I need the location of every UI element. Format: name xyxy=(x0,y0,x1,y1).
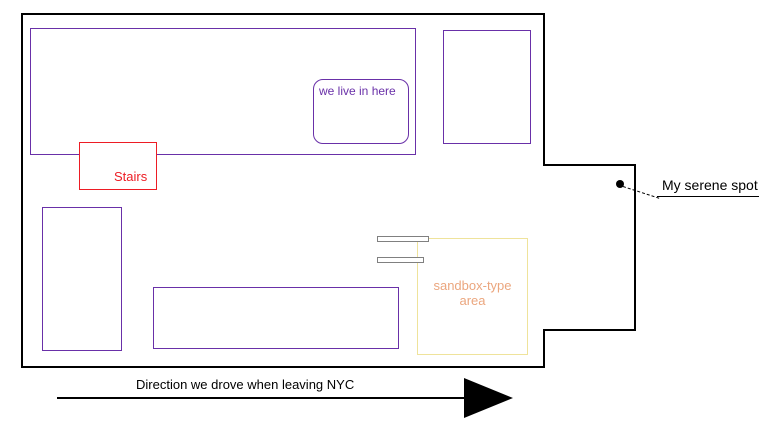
gray-bar-top xyxy=(377,236,429,242)
stairs-box: Stairs xyxy=(79,142,157,190)
room-large-top-rect xyxy=(30,28,416,155)
sandbox-area: sandbox-type area xyxy=(417,238,528,355)
sandbox-area-label-line1: sandbox-type xyxy=(433,278,512,293)
direction-arrowhead-icon xyxy=(464,378,513,418)
room-bottom-wide-rect xyxy=(153,287,399,349)
serene-spot-annex-outline xyxy=(543,164,636,331)
room-top-right-rect xyxy=(443,30,531,144)
serene-spot-dot xyxy=(616,180,624,188)
stairs-label: Stairs xyxy=(114,169,148,184)
serene-spot-label: My serene spot xyxy=(662,177,758,193)
room-left-tall-rect xyxy=(42,207,122,351)
direction-arrow-line xyxy=(57,397,465,399)
sandbox-area-label-line2: area xyxy=(459,293,486,308)
we-live-in-here-room: we live in here xyxy=(313,79,409,144)
gray-bar-bottom xyxy=(377,257,424,263)
we-live-in-here-label: we live in here xyxy=(319,84,396,98)
serene-spot-underline xyxy=(657,196,759,197)
direction-label: Direction we drove when leaving NYC xyxy=(136,377,355,392)
